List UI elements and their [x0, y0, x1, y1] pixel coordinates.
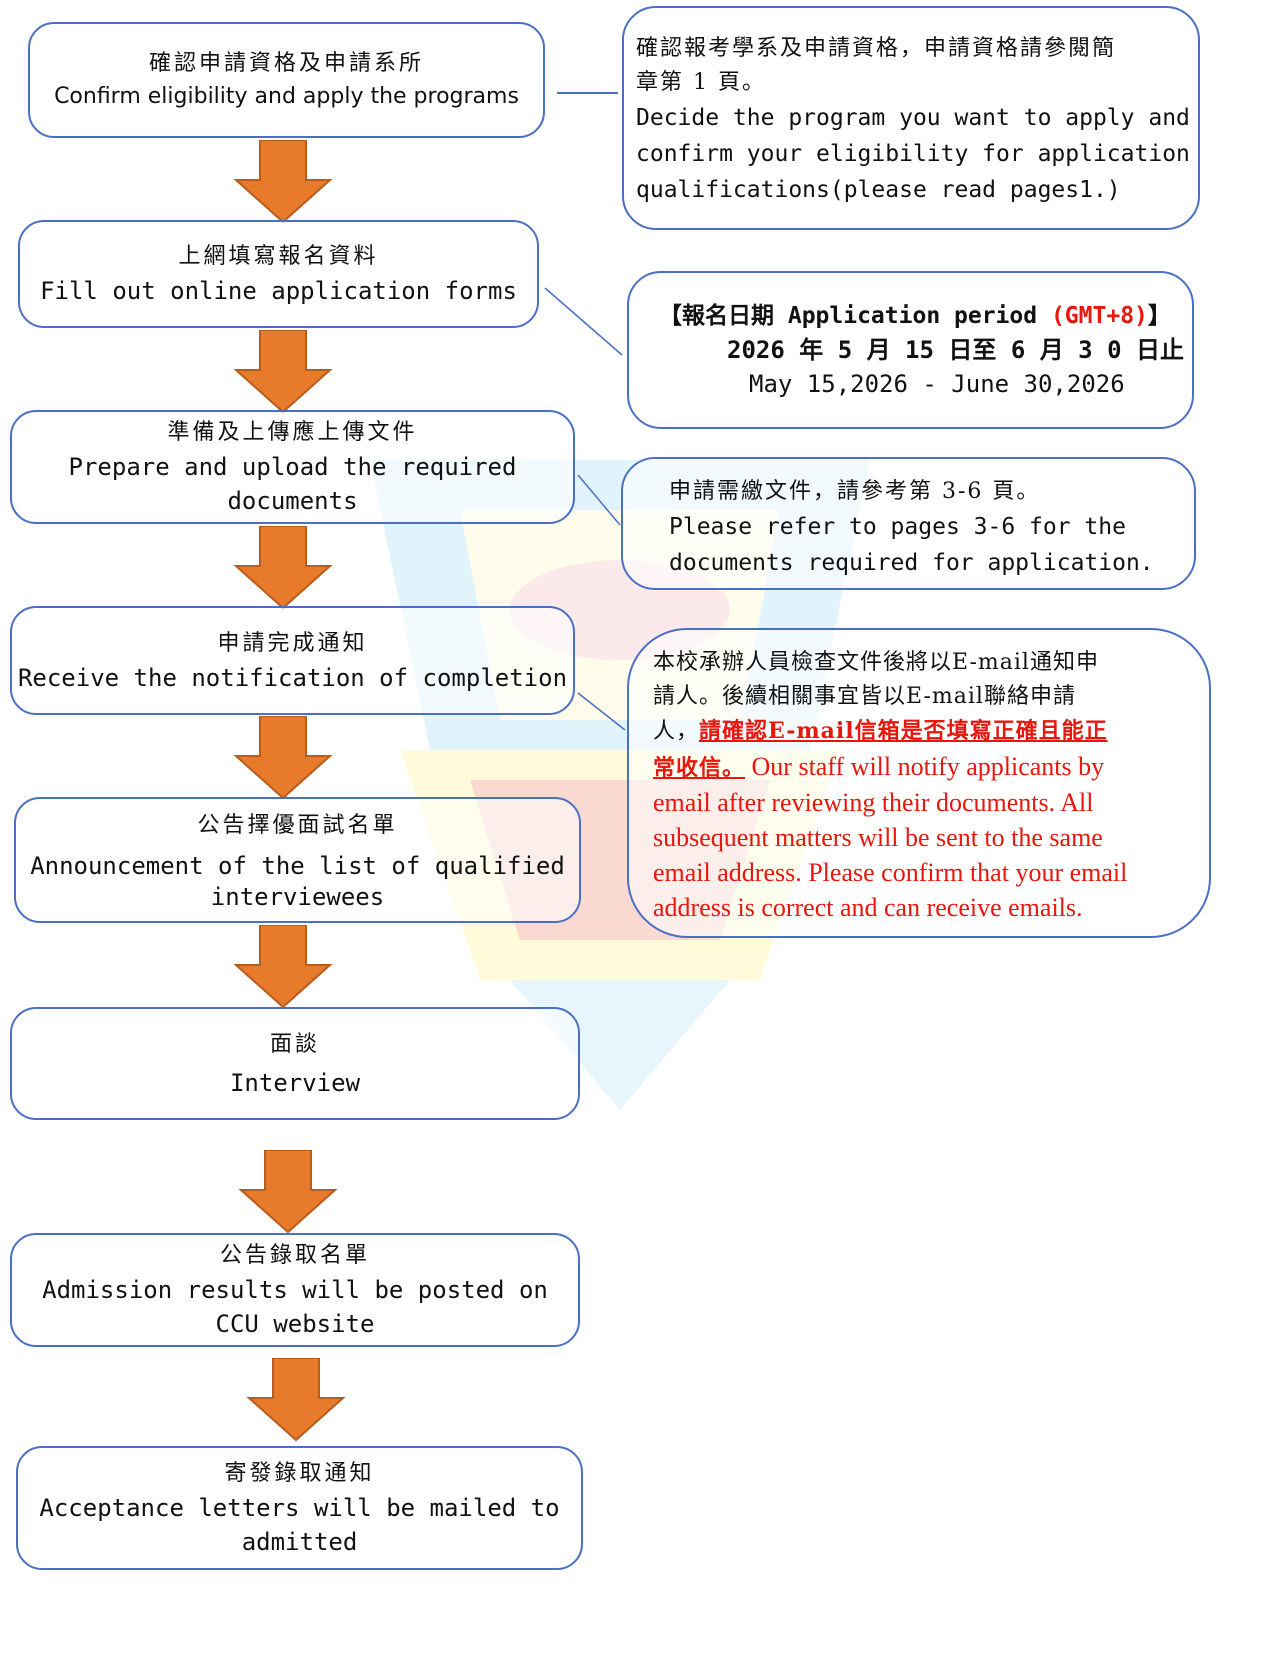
down-arrow-icon [233, 526, 333, 610]
step-interview-list: 公告擇優面試名單 Announcement of the list of qua… [14, 797, 581, 923]
email-warning: 常收信。 [653, 755, 746, 781]
step-label-zh: 確認申請資格及申請系所 [148, 51, 424, 76]
note-text-zh: 本校承辦人員檢查文件後將以E-mail通知申 [653, 650, 1099, 675]
step-label-en: admitted [241, 1528, 358, 1556]
note-text-en: Please refer to pages 3-6 for the [669, 514, 1126, 540]
note-text-zh: 人，請確認E-mail信箱是否填寫正確且能正 [653, 718, 1108, 744]
step-confirm-eligibility: 確認申請資格及申請系所 Confirm eligibility and appl… [28, 22, 545, 138]
note-text-en: address is correct and can receive email… [653, 893, 1083, 922]
down-arrow-icon [233, 330, 333, 414]
note-application-period: 【報名日期 Application period (GMT+8)】 2026 年… [627, 271, 1194, 429]
note-text-zh: 請人。後續相關事宜皆以E-mail聯絡申請 [653, 684, 1076, 709]
note-text-zh: 確認報考學系及申請資格，申請資格請參閱簡 [636, 36, 1117, 61]
note-documents: 申請需繳文件，請參考第 3-6 頁。 Please refer to pages… [621, 457, 1196, 590]
note-text-en: Decide the program you want to apply and [636, 105, 1190, 131]
down-arrow-icon [233, 140, 333, 224]
down-arrow-icon [233, 716, 333, 800]
step-label-zh: 寄發錄取通知 [224, 1461, 375, 1486]
note-text-en: confirm your eligibility for application [636, 141, 1190, 167]
step-online-form: 上網填寫報名資料 Fill out online application for… [18, 220, 539, 328]
down-arrow-icon [238, 1150, 338, 1234]
note-text-en: documents required for application. [669, 550, 1154, 576]
note-text-en: 常收信。 Our staff will notify applicants by [653, 752, 1105, 781]
note-text-zh: 章第 1 頁。 [636, 70, 766, 95]
step-acceptance-letter: 寄發錄取通知 Acceptance letters will be mailed… [16, 1446, 583, 1570]
step-label-en: Prepare and upload the required document… [68, 453, 517, 515]
note-text-zh: 申請需繳文件，請參考第 3-6 頁。 [669, 479, 1041, 504]
step-label-en: Confirm eligibility and apply the progra… [54, 84, 519, 109]
email-warning: 請確認E-mail信箱是否填寫正確且能正 [699, 718, 1108, 744]
note-text-en: email after reviewing their documents. A… [653, 788, 1094, 817]
step-label-zh: 準備及上傳應上傳文件 [167, 420, 418, 445]
step-label-en: Announcement of the list of qualified [30, 852, 565, 880]
down-arrow-icon [233, 925, 333, 1009]
step-label-zh: 公告錄取名單 [219, 1243, 370, 1268]
step-label-zh: 申請完成通知 [217, 630, 368, 656]
step-interview: 面談 Interview [10, 1007, 580, 1120]
step-label-en: Interview [229, 1068, 361, 1097]
step-upload-documents: 準備及上傳應上傳文件 Prepare and upload the requir… [10, 410, 575, 524]
step-admission-list: 公告錄取名單 Admission results will be posted … [10, 1233, 580, 1347]
step-label-en: CCU website [215, 1310, 375, 1338]
step-label-en: Receive the notification of completion [17, 663, 568, 692]
timezone-label: (GMT+8) [1050, 303, 1148, 329]
step-label-en: Fill out online application forms [40, 277, 517, 305]
step-label-zh: 公告擇優面試名單 [197, 813, 398, 838]
step-label-en: interviewees [210, 883, 385, 911]
note-text-en: subsequent matters will be sent to the s… [653, 823, 1103, 852]
note-eligibility: 確認報考學系及申請資格，申請資格請參閱簡 章第 1 頁。 Decide the … [622, 6, 1200, 230]
period-label: 【報名日期 Application period (GMT+8)】 [659, 303, 1171, 329]
step-label-en: Admission results will be posted on [42, 1276, 548, 1304]
note-text-en: qualifications(please read pages1.) [636, 177, 1121, 203]
step-label-zh: 上網填寫報名資料 [178, 244, 379, 269]
down-arrow-icon [246, 1358, 346, 1442]
period-date-zh: 2026 年 5 月 15 日至 6 月 3 0 日止 [727, 336, 1184, 364]
period-date-en: May 15,2026 - June 30,2026 [749, 370, 1125, 398]
note-email-notification: 本校承辦人員檢查文件後將以E-mail通知申 請人。後續相關事宜皆以E-mail… [627, 628, 1211, 938]
step-label-zh: 面談 [269, 1031, 320, 1057]
step-label-en: Acceptance letters will be mailed to [39, 1494, 560, 1522]
step-completion-notice: 申請完成通知 Receive the notification of compl… [10, 606, 575, 715]
note-text-en: email address. Please confirm that your … [653, 858, 1128, 887]
